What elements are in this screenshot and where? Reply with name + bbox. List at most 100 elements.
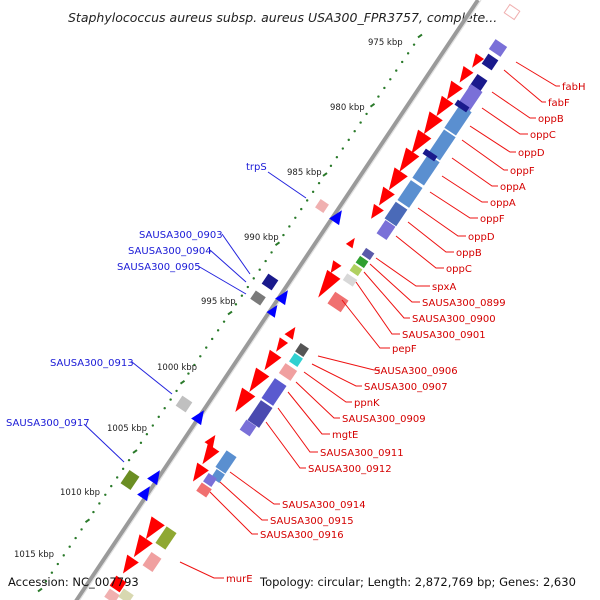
scale-minor-tick (246, 285, 250, 289)
feature-track-left (120, 210, 342, 502)
scale-minor-tick (377, 95, 380, 98)
gene-label[interactable]: SAUSA300_0907 (364, 382, 448, 393)
gene-label[interactable]: oppC (446, 264, 472, 275)
gene-label[interactable]: oppF (510, 166, 535, 177)
scale-minor-tick (329, 164, 333, 168)
gene-label[interactable]: SAUSA300_0911 (320, 448, 404, 459)
scale-minor-tick (163, 407, 166, 410)
gene-label[interactable]: SAUSA300_0916 (260, 530, 344, 541)
scale-minor-tick (210, 337, 214, 341)
right-leader-lines (179, 61, 560, 579)
gene-label[interactable]: SAUSA300_0912 (308, 464, 392, 475)
scale-minor-tick (341, 147, 345, 150)
genome-backbone (74, 0, 482, 600)
scale-minor-tick (282, 233, 285, 237)
gene-label[interactable]: SAUSA300_0900 (412, 314, 496, 325)
scale-major-tick (274, 241, 281, 246)
scale-major-tick (132, 449, 138, 454)
scale-minor-tick (193, 363, 196, 367)
scale-major-tick (227, 310, 233, 316)
gene-label[interactable]: ppnK (354, 398, 380, 409)
scale-minor-tick (80, 528, 83, 531)
accession-label: Accession: NC_007793 (8, 575, 139, 589)
gene-label[interactable]: fabH (562, 82, 586, 93)
gene-label[interactable]: mgtE (332, 430, 358, 441)
gene-label[interactable]: fabF (548, 98, 570, 109)
scale-major-tick (84, 518, 91, 523)
gene-label[interactable]: oppA (500, 182, 526, 193)
scale-label-990: 990 kbp (244, 233, 279, 243)
gene-label[interactable]: SAUSA300_0905 (117, 262, 201, 273)
scale-minor-tick (127, 458, 131, 462)
scale-minor-tick (240, 294, 244, 297)
scale-minor-tick (199, 355, 202, 358)
scale-minor-tick (305, 199, 309, 202)
gene-label[interactable]: pepF (392, 344, 417, 355)
scale-labels: 975 kbp 980 kbp 985 kbp 990 kbp 995 kbp … (14, 38, 403, 560)
scale-minor-tick (234, 303, 238, 306)
scale-minor-tick (252, 277, 255, 280)
gene-label[interactable]: SAUSA300_0913 (50, 358, 134, 369)
scale-major-tick (369, 103, 376, 108)
scale-ruler (37, 33, 423, 593)
scale-minor-tick (359, 121, 362, 124)
map-title: Staphylococcus aureus subsp. aureus USA3… (68, 10, 497, 25)
gene-label[interactable]: oppC (530, 130, 556, 141)
scale-minor-tick (311, 190, 315, 194)
left-gene-labels: trpS SAUSA300_0903 SAUSA300_0904 SAUSA30… (6, 162, 267, 429)
scale-minor-tick (50, 571, 54, 574)
scale-minor-tick (412, 43, 416, 46)
feature-track (104, 3, 521, 600)
gene-label[interactable]: oppB (538, 114, 564, 125)
scale-minor-tick (353, 130, 356, 133)
scale-minor-tick (151, 424, 155, 427)
scale-minor-tick (216, 329, 220, 332)
scale-minor-tick (44, 580, 48, 583)
gene-label[interactable]: SAUSA300_0901 (402, 330, 486, 341)
right-gene-labels: fabH fabF oppB oppC oppD oppF oppA oppA … (226, 82, 586, 585)
scale-minor-tick (294, 216, 297, 219)
gene-label[interactable]: oppA (490, 198, 516, 209)
gene-label[interactable]: SAUSA300_0914 (282, 500, 366, 511)
gene-label[interactable]: SAUSA300_0906 (374, 366, 458, 377)
gene-label[interactable]: SAUSA300_0917 (6, 418, 90, 429)
scale-minor-tick (175, 389, 178, 393)
gene-label[interactable]: SAUSA300_0904 (128, 246, 212, 257)
genome-summary: Topology: circular; Length: 2,872,769 bp… (259, 575, 576, 589)
scale-minor-tick (389, 78, 392, 81)
scale-label-980: 980 kbp (330, 103, 365, 113)
gene-label[interactable]: oppD (518, 148, 545, 159)
scale-minor-tick (121, 467, 125, 471)
scale-minor-tick (104, 493, 107, 496)
gene-label[interactable]: SAUSA300_0899 (422, 298, 506, 309)
gene-label[interactable]: murE (226, 574, 253, 585)
gene-label[interactable]: spxA (432, 282, 456, 293)
scale-major-tick (179, 380, 186, 385)
scale-major-tick (322, 172, 328, 177)
scale-minor-tick (395, 69, 398, 72)
gene-label[interactable]: oppB (456, 248, 482, 259)
scale-minor-tick (74, 536, 77, 540)
scale-minor-tick (157, 415, 160, 419)
gene-label[interactable]: SAUSA300_0915 (270, 516, 354, 527)
scale-minor-tick (205, 346, 208, 349)
left-leader-lines (83, 171, 307, 463)
gene-label[interactable]: oppD (468, 232, 495, 243)
scale-minor-tick (92, 510, 95, 514)
gene-label[interactable]: oppF (480, 214, 505, 225)
scale-minor-tick (258, 268, 261, 271)
scale-minor-tick (169, 398, 172, 401)
scale-label-975: 975 kbp (368, 38, 403, 48)
scale-minor-tick (62, 554, 65, 557)
scale-minor-tick (56, 562, 60, 566)
scale-minor-tick (400, 60, 404, 64)
scale-minor-tick (335, 155, 339, 159)
gene-label[interactable]: SAUSA300_0909 (342, 414, 426, 425)
gene-label[interactable]: trpS (246, 162, 267, 173)
scale-minor-tick (406, 52, 410, 55)
scale-minor-tick (288, 225, 291, 228)
scale-minor-tick (317, 181, 321, 185)
scale-minor-tick (383, 86, 386, 90)
gene-label[interactable]: SAUSA300_0903 (139, 230, 223, 241)
